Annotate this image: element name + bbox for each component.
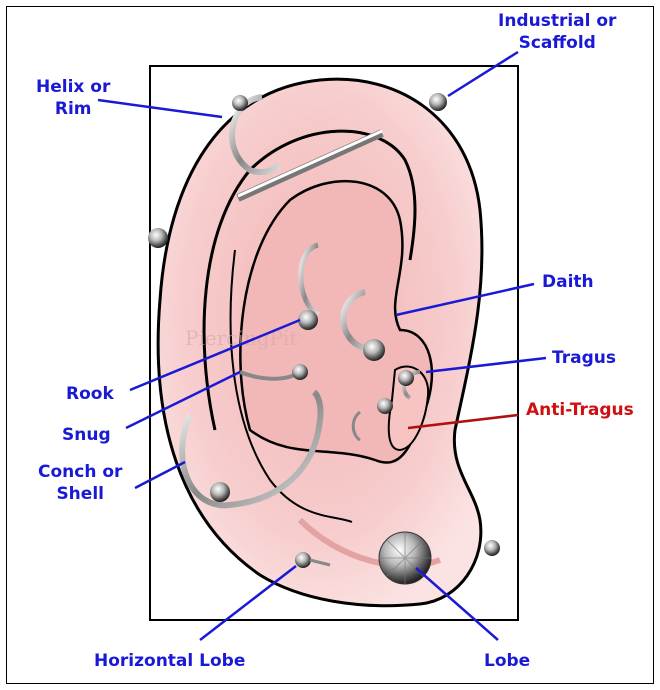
label-daith: Daith xyxy=(542,271,594,293)
watermark-text: PiercingPit xyxy=(185,326,297,350)
anti-tragus-ball xyxy=(377,398,393,414)
label-industrial-line1: Industrial or xyxy=(498,10,616,32)
label-rook: Rook xyxy=(66,383,114,405)
label-lobe: Lobe xyxy=(484,650,530,672)
snug-ball xyxy=(292,364,308,380)
label-helix-line1: Helix or xyxy=(36,76,110,98)
label-helix-line2: Rim xyxy=(36,98,110,120)
right-lobe-ball xyxy=(484,540,500,556)
label-industrial-line2: Scaffold xyxy=(498,32,616,54)
rook-ball xyxy=(298,310,318,330)
left-stud xyxy=(148,228,168,248)
daith-ball xyxy=(363,339,385,361)
industrial-ball xyxy=(429,93,447,111)
label-helix: Helix or Rim xyxy=(36,76,110,120)
conch-ball xyxy=(210,482,230,502)
label-industrial: Industrial or Scaffold xyxy=(498,10,616,54)
label-tragus: Tragus xyxy=(552,347,616,369)
label-conch-line2: Shell xyxy=(38,483,122,505)
horizontal-lobe-ball xyxy=(295,552,311,568)
label-anti-tragus: Anti-Tragus xyxy=(526,399,634,421)
helix-ball xyxy=(232,95,248,111)
label-snug: Snug xyxy=(62,424,111,446)
label-conch: Conch or Shell xyxy=(38,461,122,505)
label-horizontal-lobe: Horizontal Lobe xyxy=(94,650,245,672)
label-conch-line1: Conch or xyxy=(38,461,122,483)
tragus-ball xyxy=(398,370,414,386)
